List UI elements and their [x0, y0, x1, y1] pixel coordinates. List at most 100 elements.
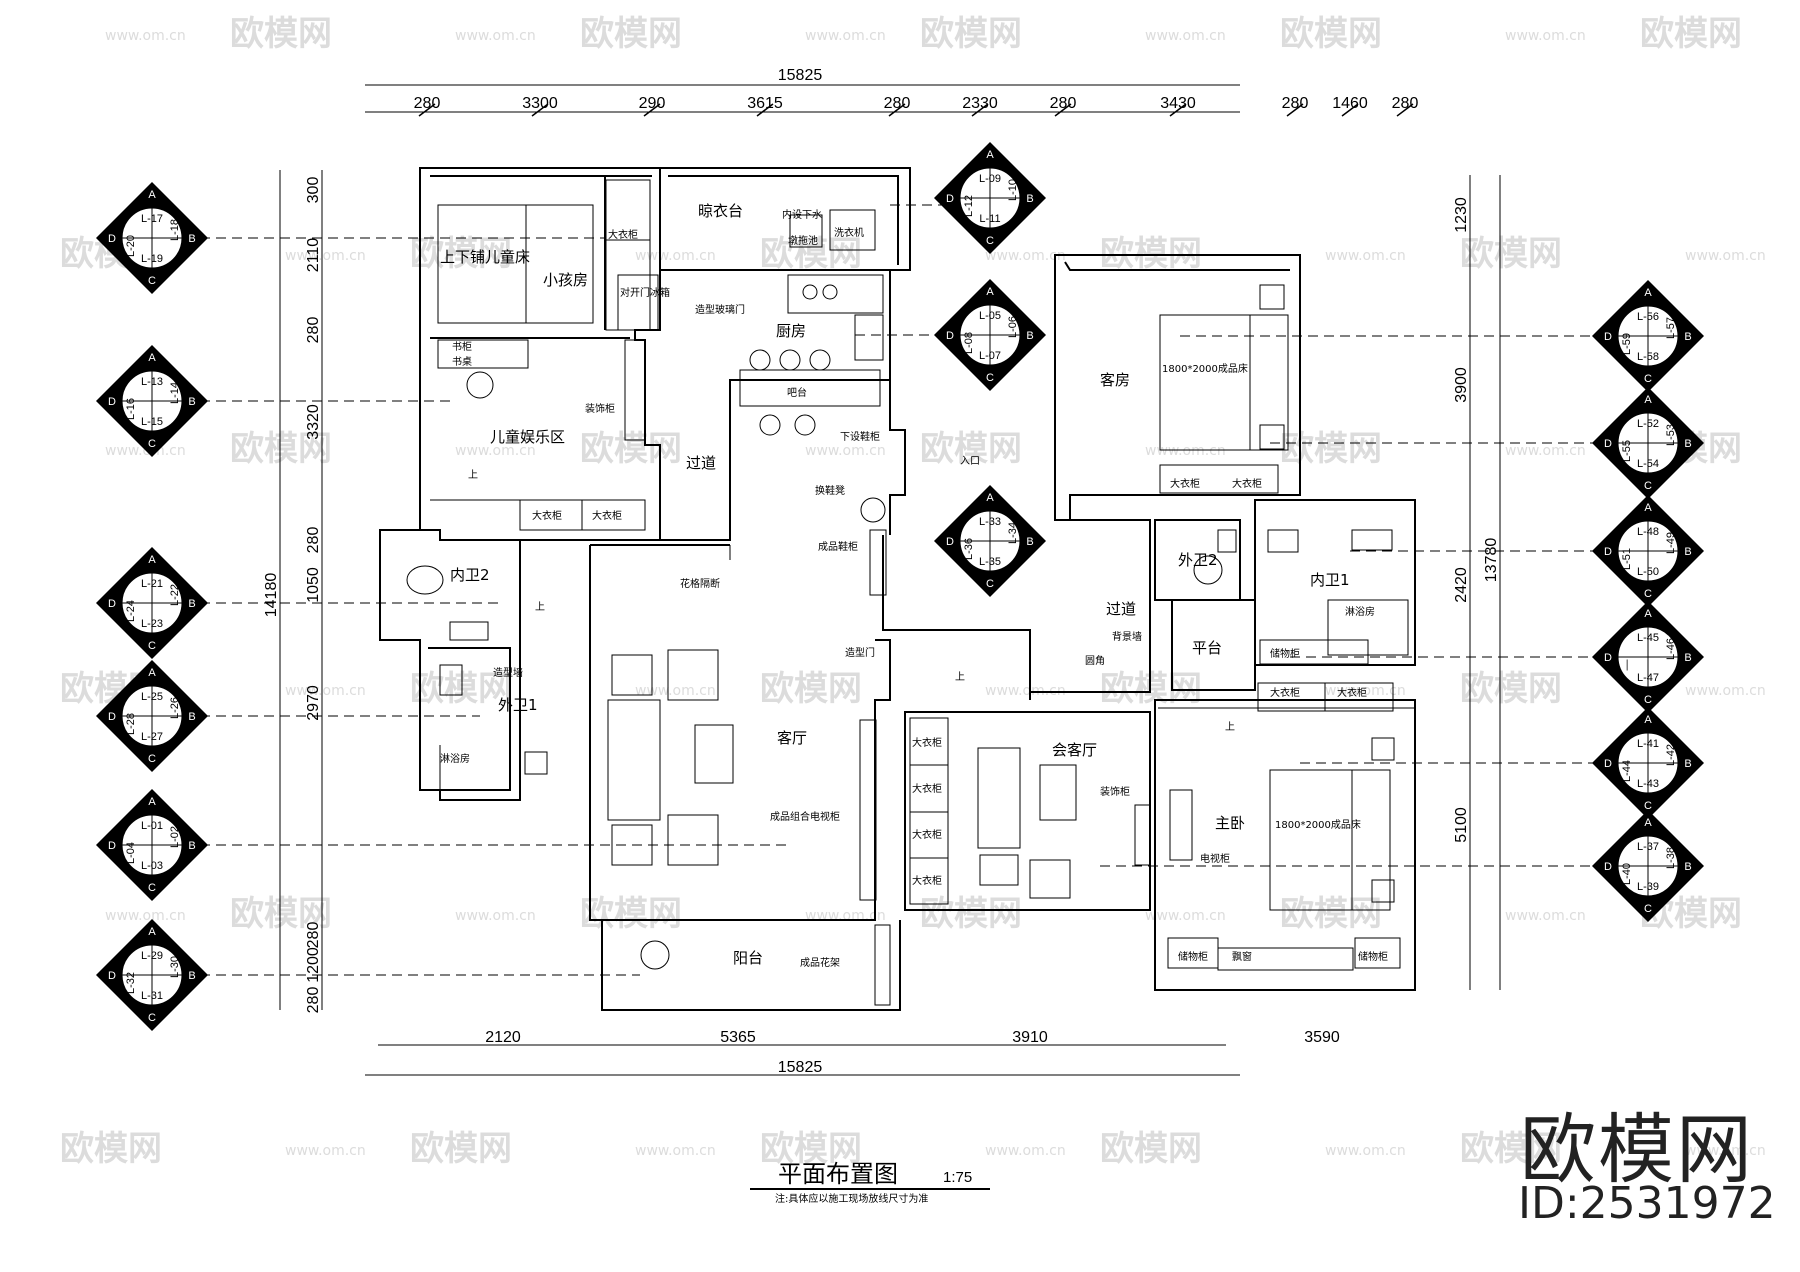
label-inner-bath-2: 内卫2: [450, 566, 490, 584]
tag-letter: A: [148, 189, 156, 201]
watermark-url: www.om.cn: [455, 908, 536, 924]
tag-ref: L-50: [1637, 566, 1659, 578]
tag-letter: C: [1644, 903, 1652, 915]
tag-letter: D: [1604, 861, 1612, 873]
label-tv-cabinet: 成品组合电视柜: [770, 810, 840, 823]
tag-ref: L-14: [169, 382, 181, 404]
label-outer-bath-1: 外卫1: [498, 696, 538, 714]
tag-letter: C: [148, 275, 156, 287]
label-desk: 书桌: [452, 355, 472, 368]
top-dim: 3430: [1160, 95, 1196, 112]
tag-letter: A: [1644, 394, 1652, 406]
label-balcony: 阳台: [733, 949, 763, 967]
watermark-url: www.om.cn: [805, 908, 886, 924]
left-dim: 2970: [305, 685, 322, 721]
tag-ref: L-27: [141, 731, 163, 743]
watermark-url: www.om.cn: [455, 28, 536, 44]
title-main: 平面布置图: [778, 1160, 898, 1188]
left-dim: 2110: [305, 238, 322, 273]
watermark-url: www.om.cn: [1145, 443, 1226, 459]
tag-letter: A: [148, 352, 156, 364]
label-shower-2: 淋浴房: [440, 752, 470, 765]
label-up-3: 上: [955, 671, 965, 683]
tag-letter: A: [148, 554, 156, 566]
watermark-url: www.om.cn: [985, 683, 1066, 699]
tag-ref: L-31: [141, 990, 163, 1002]
watermark-logo: 欧模网: [1640, 14, 1742, 54]
tag-ref: L-48: [1637, 526, 1659, 538]
tag-letter: A: [148, 667, 156, 679]
bottom-total-dim: 15825: [778, 1059, 823, 1076]
label-platform: 平台: [1192, 639, 1222, 657]
label-kids-room: 小孩房: [543, 271, 588, 289]
left-dim: 280: [305, 527, 322, 554]
label-up-4: 上: [1225, 721, 1235, 733]
label-storage-1: 储物柜: [1270, 647, 1300, 660]
label-bookcase: 书柜: [452, 340, 472, 353]
tag-letter: C: [1644, 694, 1652, 706]
top-dim: 280: [884, 95, 911, 112]
tag-letter: B: [1026, 536, 1033, 548]
tag-letter: D: [946, 330, 954, 342]
tag-letter: D: [108, 396, 116, 408]
top-dim: 280: [414, 95, 441, 112]
bottom-dim: 5365: [720, 1029, 756, 1046]
tag-ref: L-06: [1007, 316, 1019, 338]
tag-ref: L-37: [1637, 841, 1659, 853]
right-dim: 1230: [1453, 197, 1470, 233]
tag-letter: A: [148, 796, 156, 808]
tag-letter: D: [946, 536, 954, 548]
label-bed-guest: 1800*2000成品床: [1162, 362, 1248, 375]
bottom-dim: 2120: [485, 1029, 521, 1046]
tag-ref: L-15: [141, 416, 163, 428]
tag-ref: L-28: [125, 713, 137, 735]
tag-ref: L-51: [1621, 548, 1633, 570]
label-bed-master: 1800*2000成品床: [1275, 818, 1361, 831]
watermark-url: www.om.cn: [805, 443, 886, 459]
label-shower-1: 淋浴房: [1345, 605, 1375, 618]
tag-letter: B: [188, 711, 195, 723]
tag-letter: C: [986, 578, 994, 590]
tag-ref: L-04: [125, 842, 137, 864]
watermark-url: www.om.cn: [635, 248, 716, 264]
watermark-url: www.om.cn: [105, 908, 186, 924]
tag-letter: B: [1684, 331, 1691, 343]
top-dim: 290: [639, 95, 666, 112]
tag-letter: D: [1604, 546, 1612, 558]
left-dim: 280: [305, 317, 322, 344]
label-up-2: 上: [535, 601, 545, 613]
tag-letter: C: [986, 235, 994, 247]
label-meeting-room: 会客厅: [1052, 741, 1097, 759]
watermark-logo: 欧模网: [920, 429, 1022, 469]
room-labels: 上下铺儿童床 小孩房 大衣柜 晾衣台 内设下水 墩拖池 洗衣机 对开门冰箱 造型…: [440, 202, 1388, 969]
watermark-url: www.om.cn: [1325, 248, 1406, 264]
label-wardrobe-guest-1: 大衣柜: [1170, 477, 1200, 490]
watermark-url: www.om.cn: [285, 248, 366, 264]
tag-letter: B: [1684, 861, 1691, 873]
watermark-url: www.om.cn: [285, 1143, 366, 1159]
top-dim: 280: [1050, 95, 1077, 112]
left-total-dim: 14180: [263, 573, 280, 618]
section-lines: [200, 204, 1600, 976]
label-deco-cabinet-2: 装饰柜: [1100, 785, 1130, 798]
right-dim: 2420: [1453, 567, 1470, 603]
watermark-logo: 欧模网: [1280, 894, 1382, 934]
tag-ref: L-05: [979, 310, 1001, 322]
watermark-url: www.om.cn: [1505, 28, 1586, 44]
tag-ref: L-45: [1637, 632, 1659, 644]
tag-letter: B: [188, 396, 195, 408]
tag-letter: C: [1644, 373, 1652, 385]
watermark-url: www.om.cn: [1685, 1143, 1766, 1159]
label-shoe-bench: 换鞋凳: [815, 484, 845, 497]
tag-ref: L-49: [1665, 532, 1677, 554]
watermark-logo: 欧模网: [760, 234, 862, 274]
label-guest-room: 客房: [1100, 371, 1130, 389]
